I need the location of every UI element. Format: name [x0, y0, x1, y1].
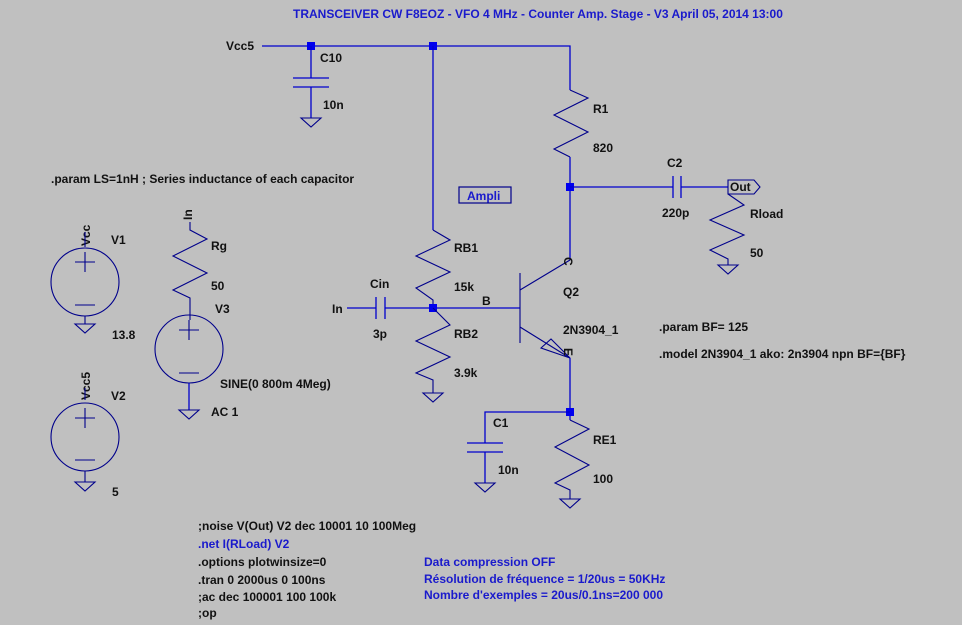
note-samples: Nombre d'exemples = 20us/0.1ns=200 000 [424, 588, 663, 602]
note-resolution: Résolution de fréquence = 1/20us = 50KHz [424, 572, 665, 586]
directive-net: .net I(RLoad) V2 [198, 537, 290, 551]
cin-value: 3p [373, 327, 387, 341]
directive-noise: ;noise V(Out) V2 dec 10001 10 100Meg [198, 519, 416, 533]
q2-pin-c: C [561, 257, 575, 266]
c1-value: 10n [498, 463, 519, 477]
rb1-name: RB1 [454, 241, 478, 255]
v3-value: SINE(0 800m 4Meg) [220, 377, 331, 391]
c2-name: C2 [667, 156, 683, 170]
net-label-vcc5: Vcc5 [226, 39, 254, 53]
resistor-re1[interactable] [553, 419, 591, 499]
c1-name: C1 [493, 416, 509, 430]
schematic-title: TRANSCEIVER CW F8EOZ - VFO 4 MHz - Count… [293, 7, 783, 21]
resistor-rb2[interactable] [414, 307, 452, 393]
directive-options: .options plotwinsize=0 [198, 555, 327, 569]
capacitor-c2[interactable] [672, 176, 682, 198]
net-label-vcc: Vcc [79, 224, 93, 246]
cin-name: Cin [370, 277, 389, 291]
re1-value: 100 [593, 472, 613, 486]
base-label: B [482, 294, 491, 308]
note-compression: Data compression OFF [424, 555, 555, 569]
c10-name: C10 [320, 51, 342, 65]
q2-model: 2N3904_1 [563, 323, 619, 337]
q2-name: Q2 [563, 285, 579, 299]
ampli-label: Ampli [467, 189, 500, 203]
ground-icon [558, 498, 582, 509]
q2-pin-e: E [561, 348, 575, 356]
voltage-source-v1[interactable] [50, 232, 120, 334]
net-label-vcc5-v2: Vcc5 [79, 372, 93, 400]
v1-name: V1 [111, 233, 126, 247]
ground-icon [473, 482, 497, 493]
vcc5-rail-wire[interactable] [262, 45, 571, 90]
r1-value: 820 [593, 141, 613, 155]
capacitor-c10[interactable] [293, 46, 329, 128]
directive-param-bf: .param BF= 125 [659, 320, 748, 334]
c2-value: 220p [662, 206, 689, 220]
voltage-source-v2[interactable] [50, 388, 120, 492]
c10-value: 10n [323, 98, 344, 112]
rb2-value: 3.9k [454, 366, 478, 380]
r1-name: R1 [593, 102, 609, 116]
directive-model: .model 2N3904_1 ako: 2n3904 npn BF={BF} [659, 347, 906, 361]
resistor-r1[interactable] [552, 89, 590, 158]
net-flag-out[interactable] [727, 179, 761, 195]
voltage-source-v3[interactable] [154, 314, 224, 420]
directive-ac: ;ac dec 100001 100 100k [198, 590, 336, 604]
out-label: Out [730, 180, 751, 194]
rb1-value: 15k [454, 280, 474, 294]
ground-icon [421, 392, 445, 403]
ampli-label-box [458, 186, 512, 204]
v1-value: 13.8 [112, 328, 136, 342]
net-label-in-rg: In [181, 209, 195, 220]
capacitor-c1[interactable] [467, 411, 570, 483]
re1-name: RE1 [593, 433, 617, 447]
capacitor-cin[interactable] [375, 297, 386, 319]
v2-name: V2 [111, 389, 126, 403]
rb2-name: RB2 [454, 327, 478, 341]
ground-icon [716, 264, 740, 275]
rg-name: Rg [211, 239, 227, 253]
v3-ac: AC 1 [211, 405, 239, 419]
rload-value: 50 [750, 246, 764, 260]
resistor-rb1[interactable] [414, 229, 452, 308]
v2-value: 5 [112, 485, 119, 499]
directive-op: ;op [198, 606, 217, 620]
directive-param-ls: .param LS=1nH ; Series inductance of eac… [51, 172, 354, 186]
resistor-rg[interactable] [171, 222, 209, 320]
transistor-q2[interactable] [519, 259, 571, 359]
rload-name: Rload [750, 207, 783, 221]
rg-value: 50 [211, 279, 225, 293]
directive-tran: .tran 0 2000us 0 100ns [198, 573, 326, 587]
resistor-rload[interactable] [708, 193, 746, 265]
v3-name: V3 [215, 302, 230, 316]
net-label-in-cin: In [332, 302, 343, 316]
